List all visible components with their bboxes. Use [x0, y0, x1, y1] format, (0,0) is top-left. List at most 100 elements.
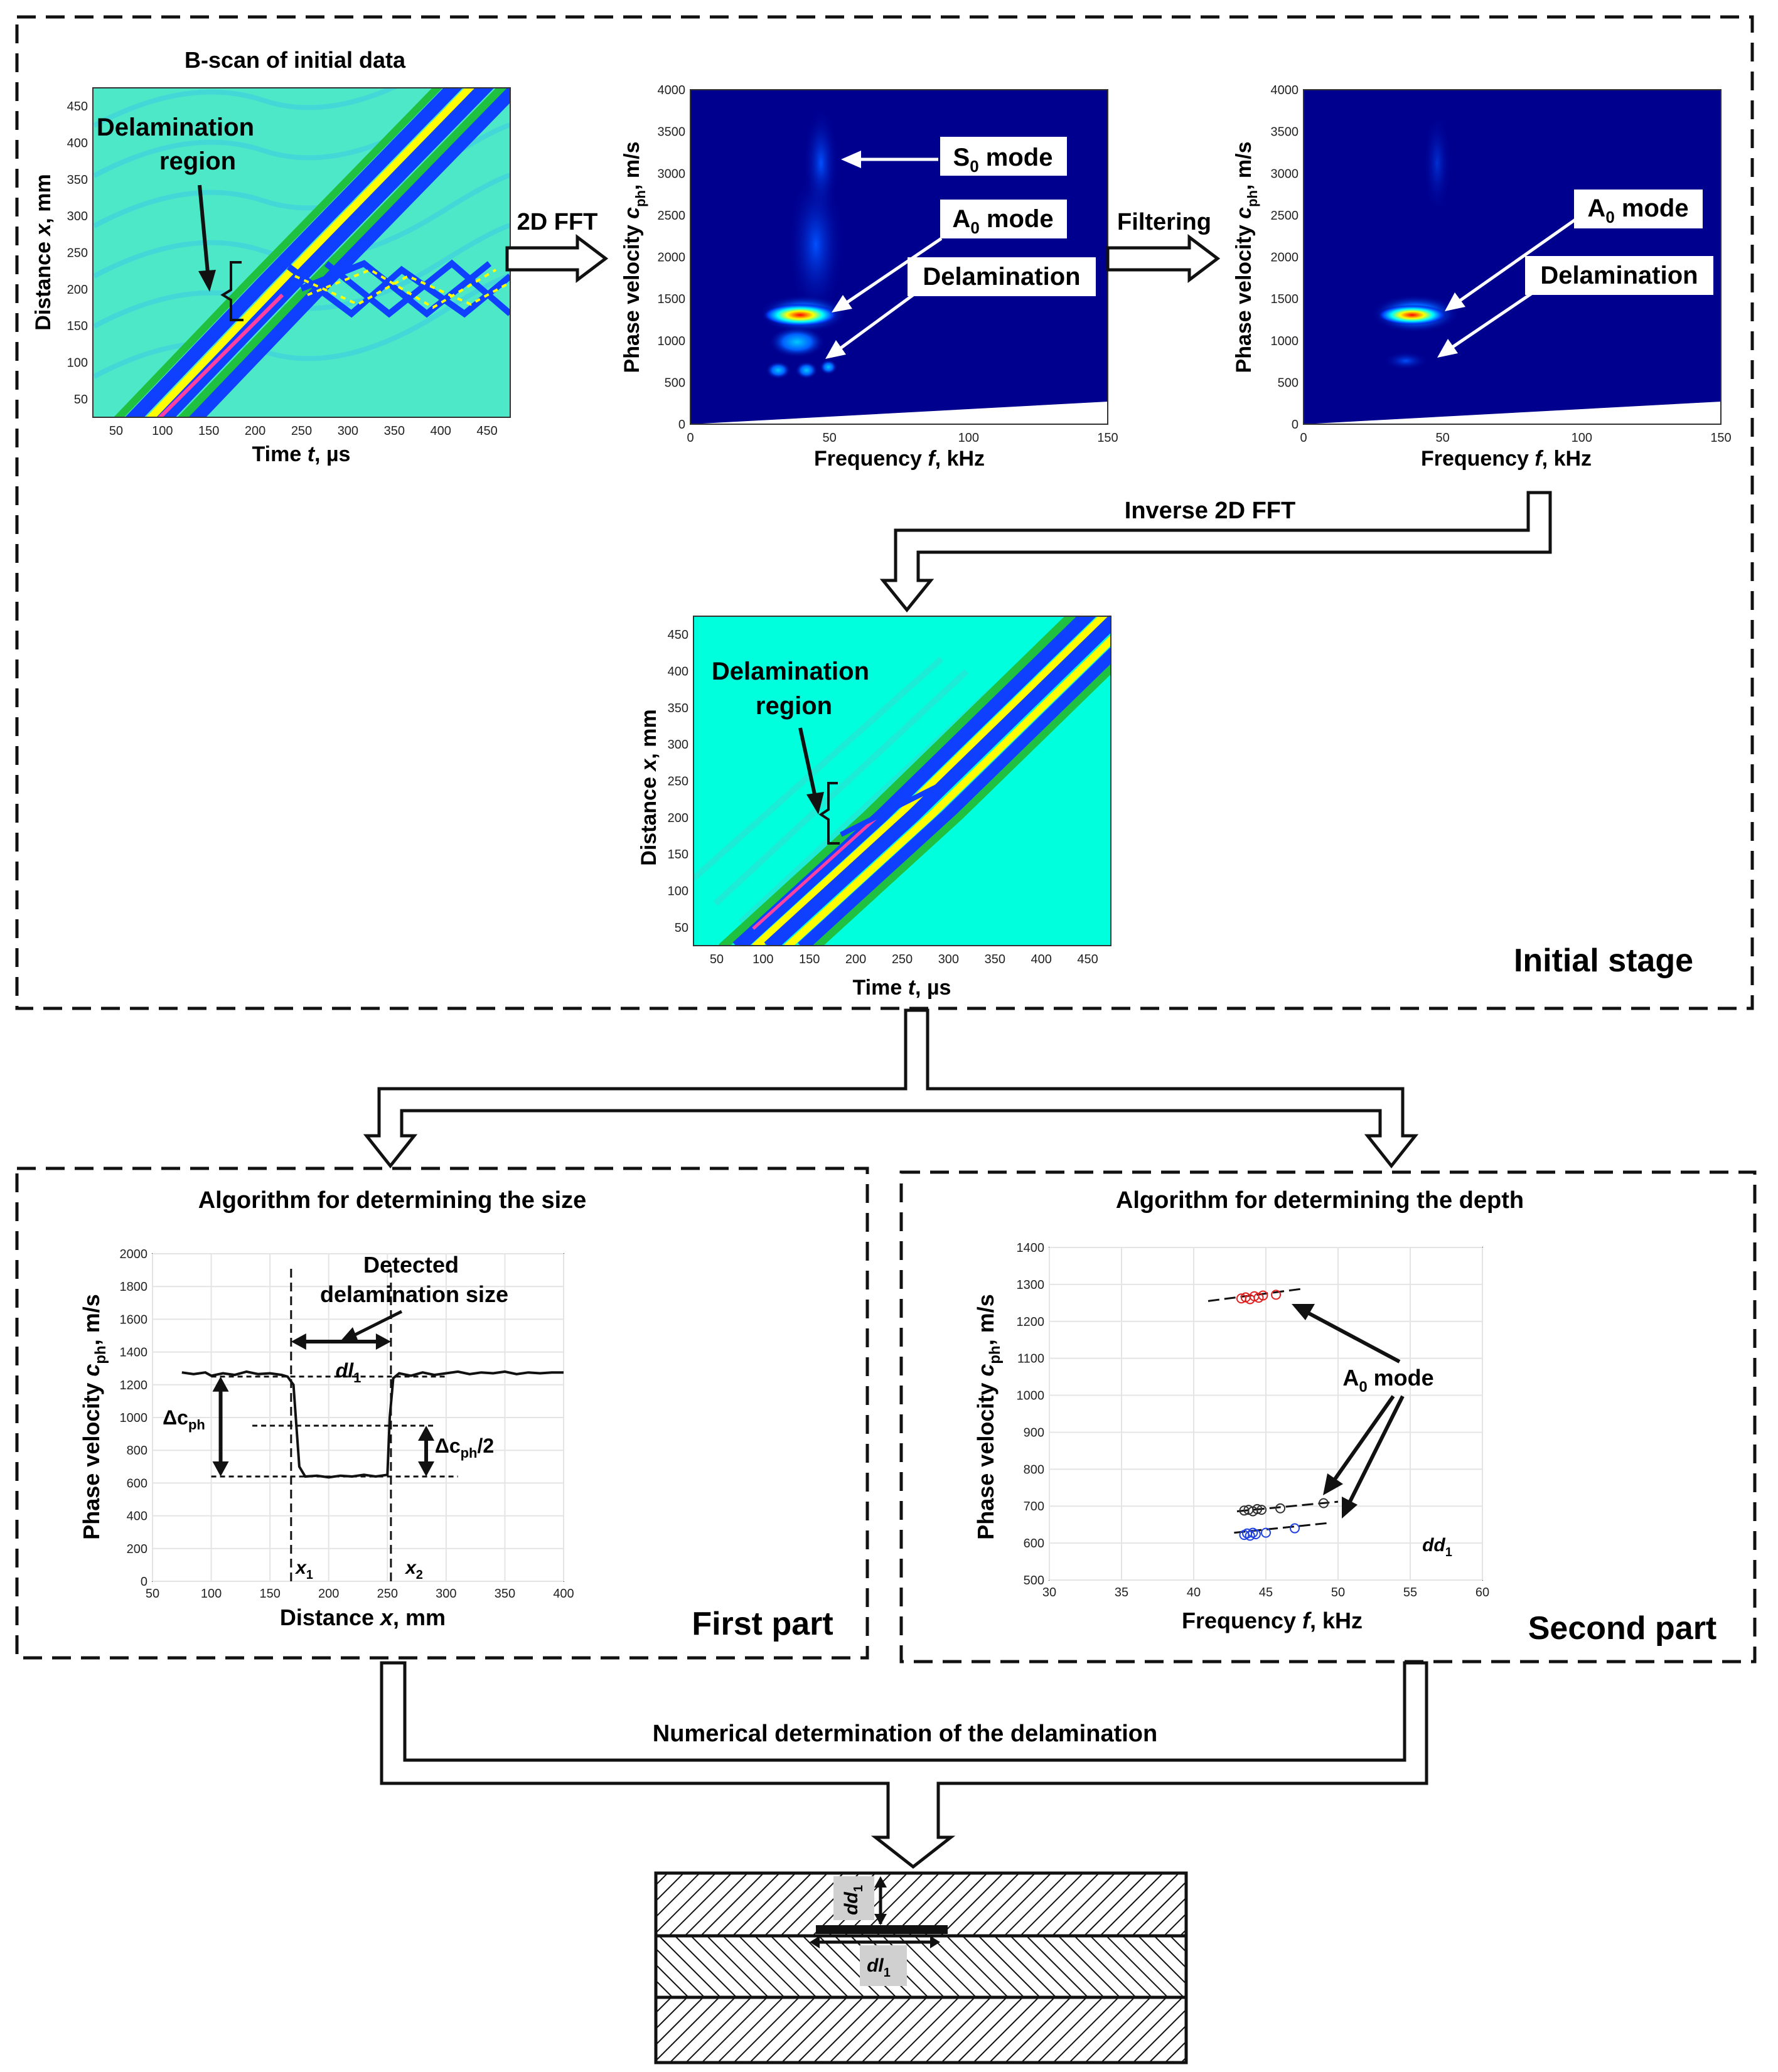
- arrow-filtering: [1106, 233, 1221, 284]
- y-tick-label: 2000: [1271, 251, 1299, 265]
- y-tick-label: 1000: [658, 334, 686, 348]
- y-tick-label: 300: [668, 738, 688, 752]
- delamination-tag-2: Delamination: [1525, 256, 1713, 295]
- size-chart-xlabel: Distance x, mm: [280, 1605, 446, 1630]
- y-tick-label: 600: [127, 1477, 147, 1490]
- x-tick-label: 150: [259, 1587, 280, 1601]
- dc-half-arrow-head: [418, 1461, 435, 1477]
- x-tick-label: 150: [1710, 431, 1731, 445]
- x2-label: x2: [404, 1557, 423, 1582]
- y-tick-label: 900: [1024, 1426, 1044, 1439]
- x-tick-label: 50: [146, 1587, 159, 1601]
- y-tick-label: 350: [67, 173, 88, 187]
- y-tick-label: 250: [67, 247, 88, 260]
- depth-chart-ylabel: Phase velocity cph, m/s: [973, 1294, 1004, 1540]
- y-tick-label: 1000: [1017, 1389, 1045, 1403]
- x-tick-label: 0: [1300, 431, 1307, 445]
- a0-mode-tag-2: A0 mode: [1574, 190, 1703, 228]
- fk1-ylabel: Phase velocity cph, m/s: [620, 142, 648, 373]
- x-tick-label: 0: [687, 431, 694, 445]
- size-chart-ylabel: Phase velocity cph, m/s: [78, 1294, 109, 1540]
- dd1-laminate-label: dd1: [841, 1885, 865, 1915]
- delamination-region-label-2: Delamination region: [712, 658, 876, 720]
- label-2dfft: 2D FFT: [517, 209, 598, 235]
- y-tick-label: 1000: [1271, 334, 1299, 348]
- data-point: [1271, 1290, 1282, 1300]
- detected-size-label: Detected delamination size: [320, 1252, 508, 1307]
- y-tick-label: 2500: [658, 209, 686, 223]
- x-tick-label: 200: [845, 953, 866, 966]
- second-part-frame: [899, 1170, 1757, 1663]
- x-tick-label: 100: [152, 424, 173, 438]
- x-tick-label: 400: [553, 1587, 574, 1601]
- x-tick-label: 250: [291, 424, 312, 438]
- y-tick-label: 1100: [1017, 1352, 1044, 1366]
- bscan2-ylabel: Distance x, mm: [637, 709, 661, 865]
- x-tick-label: 250: [892, 953, 913, 966]
- y-tick-label: 3000: [658, 167, 686, 181]
- y-tick-label: 4000: [658, 83, 686, 97]
- s0-mode-tag: S0 mode: [940, 137, 1067, 176]
- y-tick-label: 250: [668, 775, 688, 789]
- y-tick-label: 2000: [658, 251, 686, 265]
- delamination-bracket: [220, 261, 244, 321]
- dc-label: Δcph: [163, 1406, 205, 1433]
- final-title: Numerical determination of the delaminat…: [653, 1721, 1157, 1747]
- dl1-laminate-label: dl1: [867, 1955, 891, 1980]
- x-tick-label: 300: [938, 953, 959, 966]
- x-tick-label: 100: [201, 1587, 222, 1601]
- x-tick-label: 50: [1436, 431, 1450, 445]
- x-tick-label: 100: [1572, 431, 1592, 445]
- x-tick-label: 50: [823, 431, 837, 445]
- arrow-merge: [380, 1661, 1428, 1869]
- y-tick-label: 600: [1024, 1537, 1044, 1551]
- x-tick-label: 100: [958, 431, 979, 445]
- x1-label: x1: [294, 1557, 313, 1582]
- delamination-region-label: Delamination region: [97, 114, 261, 175]
- arrow-split: [363, 1008, 1419, 1169]
- y-tick-label: 1400: [1017, 1241, 1045, 1255]
- y-tick-label: 200: [668, 811, 688, 825]
- dd1-depth-label: dd1: [1422, 1535, 1452, 1559]
- y-tick-label: 700: [1024, 1500, 1044, 1514]
- data-point: [1319, 1498, 1329, 1509]
- y-tick-label: 500: [665, 376, 685, 390]
- y-tick-label: 2000: [120, 1247, 148, 1261]
- x-tick-label: 450: [1077, 953, 1098, 966]
- delamination-tag-1: Delamination: [908, 257, 1096, 296]
- y-tick-label: 1200: [1017, 1315, 1045, 1329]
- x-tick-label: 150: [1097, 431, 1118, 445]
- x-tick-label: 300: [436, 1587, 456, 1601]
- bscan-title: B-scan of initial data: [185, 47, 406, 73]
- x-tick-label: 150: [799, 953, 820, 966]
- y-tick-label: 150: [67, 319, 88, 333]
- y-tick-label: 3000: [1271, 167, 1299, 181]
- depth-chart-xlabel: Frequency f, kHz: [1182, 1608, 1363, 1633]
- y-tick-label: 0: [678, 418, 685, 432]
- x-tick-label: 100: [752, 953, 773, 966]
- y-tick-label: 0: [141, 1575, 147, 1589]
- x-tick-label: 150: [198, 424, 219, 438]
- data-point: [1290, 1523, 1300, 1534]
- arrow-inverse-fft: [879, 491, 1552, 612]
- y-tick-label: 200: [127, 1542, 147, 1556]
- label-filtering: Filtering: [1117, 209, 1211, 235]
- x-tick-label: 55: [1403, 1586, 1417, 1599]
- dl1-label: dl1: [336, 1359, 361, 1386]
- y-tick-label: 200: [67, 283, 88, 297]
- fk2-xlabel: Frequency f, kHz: [1421, 447, 1592, 471]
- x-tick-label: 350: [495, 1587, 515, 1601]
- y-tick-label: 1000: [120, 1411, 148, 1425]
- svg-text:S0 mode: S0 mode: [953, 144, 1053, 176]
- x-tick-label: 400: [1031, 953, 1051, 966]
- y-tick-label: 1200: [120, 1379, 148, 1392]
- y-tick-label: 500: [1024, 1574, 1044, 1588]
- x-tick-label: 350: [384, 424, 405, 438]
- y-tick-label: 4000: [1271, 83, 1299, 97]
- y-tick-label: 1500: [1271, 292, 1299, 306]
- y-tick-label: 1600: [120, 1313, 148, 1327]
- x-tick-label: 45: [1259, 1586, 1273, 1599]
- laminate-schematic: [654, 1871, 1188, 2064]
- x-tick-label: 40: [1187, 1586, 1201, 1599]
